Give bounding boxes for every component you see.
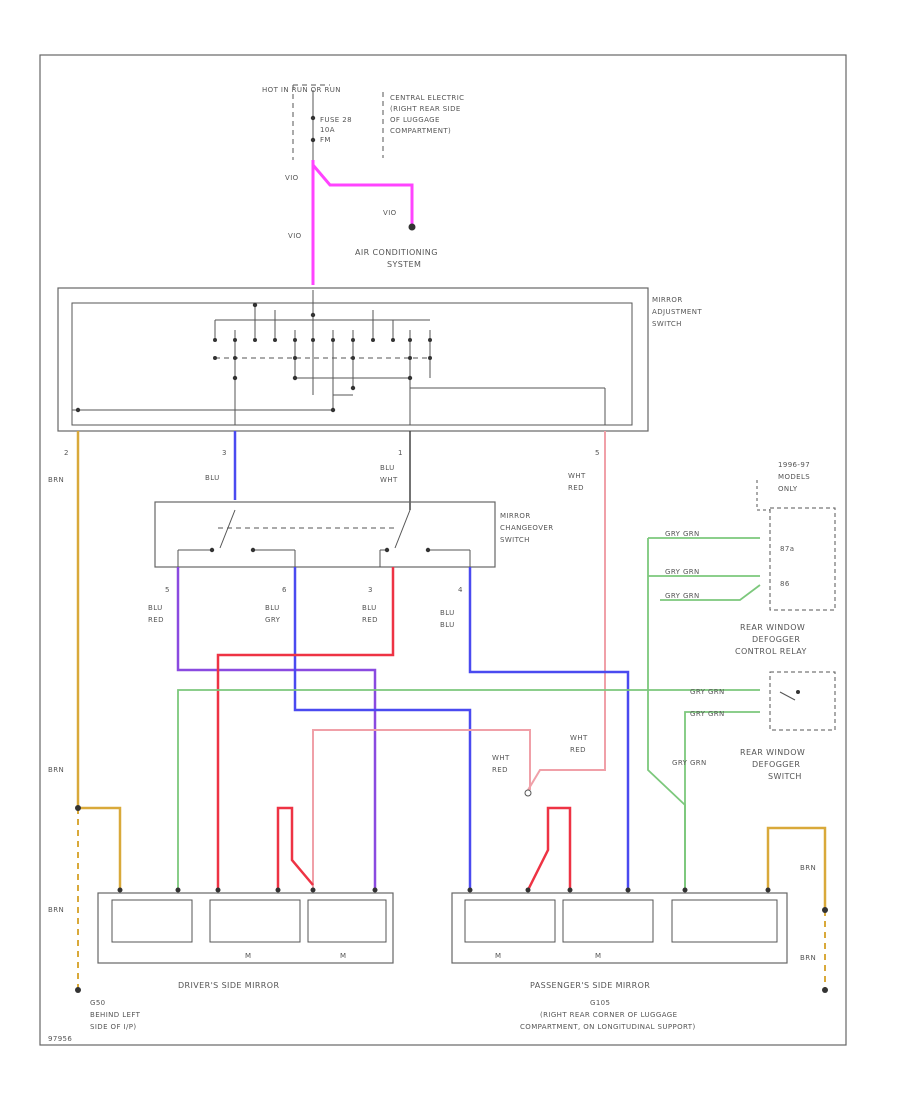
motor-label-3: M [495,952,501,960]
motor-label-2: M [340,952,346,960]
brown-ground-right: BRN BRN [766,826,828,993]
gry-grn-label-2: GRY GRN [665,568,700,576]
central-electric-label: CENTRAL ELECTRIC [390,94,464,102]
mirror-adj-label-2: ADJUSTMENT [652,308,702,316]
mirror-adj-label-3: SWITCH [652,320,682,328]
blu-red-label-2: RED [148,616,164,624]
gry-grn-label: GRY GRN [665,530,700,538]
reference-number: 97956 [48,1035,72,1043]
gry-grn-label-3: GRY GRN [665,592,700,600]
blu-wht-label-2: WHT [380,476,398,484]
models-label-3: ONLY [778,485,798,493]
cs-pin-3: 3 [368,586,373,594]
drivers-side-mirror: M M DRIVER'S SIDE MIRROR [97,887,394,990]
red-jumper-right [526,806,572,891]
blu-gry-label-2: GRY [265,616,281,624]
blu-red-label-4: RED [362,616,378,624]
brn-wire-label-5: BRN [800,954,816,962]
cs-pin-4: 4 [458,586,463,594]
wht-red-label-4: RED [492,766,508,774]
relay-label-3: CONTROL RELAY [735,647,807,656]
wht-red-label-6: RED [570,746,586,754]
ground-right-label-3: COMPARTMENT, ON LONGITUDINAL SUPPORT) [520,1023,696,1031]
central-electric-label-4: COMPARTMENT) [390,127,451,135]
ground-left-label-2: BEHIND LEFT [90,1011,141,1019]
ac-system-label-2: SYSTEM [387,260,421,269]
vio-wire-label-3: VIO [288,232,302,240]
cs-pin-6: 6 [282,586,287,594]
pin-1: 1 [398,449,403,457]
hot-in-run-label: HOT IN RUN OR RUN [262,86,341,94]
central-electric-label-3: OF LUGGAGE [390,116,440,124]
motor-label: M [245,952,251,960]
blu-red-label-3: BLU [362,604,377,612]
blu-blu-label-2: BLU [440,621,455,629]
fuse-label: FUSE 28 [320,116,352,124]
wht-red-label-3: WHT [492,754,510,762]
pink-heater-wires: WHT RED WHT RED [312,729,588,890]
ac-system-label: AIR CONDITIONING [355,248,438,257]
red-jumper-left [276,806,314,890]
central-electric-label-2: (RIGHT REAR SIDE [390,105,461,113]
brown-ground-left: BRN BRN BRN [48,431,122,993]
models-label-2: MODELS [778,473,810,481]
changeover-output-wires: BLU RED BLU GRY BLU RED BLU BLU [148,567,630,890]
ground-right-label: G105 [590,999,610,1007]
blu-blu-label: BLU [440,609,455,617]
vio-wire-label-2: VIO [383,209,397,217]
fuse-amp-label: 10A [320,126,335,134]
pin-2: 2 [64,449,69,457]
violet-feed-wire: VIO VIO VIO AIR CONDITIONING SYSTEM [285,160,438,285]
brn-wire-label: BRN [48,476,64,484]
relay-pin-86: 86 [780,580,790,588]
relay-pin-87a: 87a [780,545,794,553]
relay-label-2: DEFOGGER [752,635,800,644]
drivers-mirror-label: DRIVER'S SIDE MIRROR [178,981,279,990]
defog-switch-label: REAR WINDOW [740,748,805,757]
ground-left-label: G50 [90,999,106,1007]
mirror-changeover-switch: MIRROR CHANGEOVER SWITCH 5 6 3 4 [154,501,554,594]
changeover-label: MIRROR [500,512,531,520]
brn-wire-label-2: BRN [48,766,64,774]
defogger-switch: REAR WINDOW DEFOGGER SWITCH [740,671,836,781]
changeover-label-3: SWITCH [500,536,530,544]
models-label: 1996-97 [778,461,810,469]
defog-switch-label-2: DEFOGGER [752,760,800,769]
brn-wire-label-4: BRN [800,864,816,872]
gry-grn-label-4: GRY GRN [690,688,725,696]
wht-red-label-5: WHT [570,734,588,742]
ground-left-label-3: SIDE OF I/P) [90,1023,136,1031]
pin-3: 3 [222,449,227,457]
mirror-adjustment-switch: MIRROR ADJUSTMENT SWITCH [57,287,702,457]
ground-right-label-2: (RIGHT REAR CORNER OF LUGGAGE [540,1011,677,1019]
diagram-frame [39,54,847,1046]
pin-5: 5 [595,449,600,457]
mirror-adj-label: MIRROR [652,296,683,304]
brn-wire-label-3: BRN [48,906,64,914]
gry-grn-label-5: GRY GRN [690,710,725,718]
blu-wire-label: BLU [205,474,220,482]
vio-wire-label: VIO [285,174,299,182]
defogger-control-relay: 1996-97 MODELS ONLY 87a 86 REAR WINDOW D… [735,461,836,656]
defog-switch-label-3: SWITCH [768,772,802,781]
cs-pin-5: 5 [165,586,170,594]
fuse-sub-label: FM [320,136,331,144]
relay-label: REAR WINDOW [740,623,805,632]
pass-mirror-label: PASSENGER'S SIDE MIRROR [530,981,650,990]
blu-gry-label: BLU [265,604,280,612]
passengers-side-mirror: M M PASSENGER'S SIDE MIRROR [451,887,788,990]
changeover-label-2: CHANGEOVER [500,524,554,532]
wht-red-wire-pin5 [527,431,606,791]
blu-wht-label: BLU [380,464,395,472]
blu-red-label: BLU [148,604,163,612]
motor-label-4: M [595,952,601,960]
wht-red-label: WHT [568,472,586,480]
gry-grn-label-6: GRY GRN [672,759,707,767]
power-source: HOT IN RUN OR RUN FUSE 28 10A FM CENTRAL… [262,84,464,160]
wht-red-label-2: RED [568,484,584,492]
green-wires: GRY GRN GRY GRN GRY GRN GRY GRN GRY GRN … [177,530,761,890]
